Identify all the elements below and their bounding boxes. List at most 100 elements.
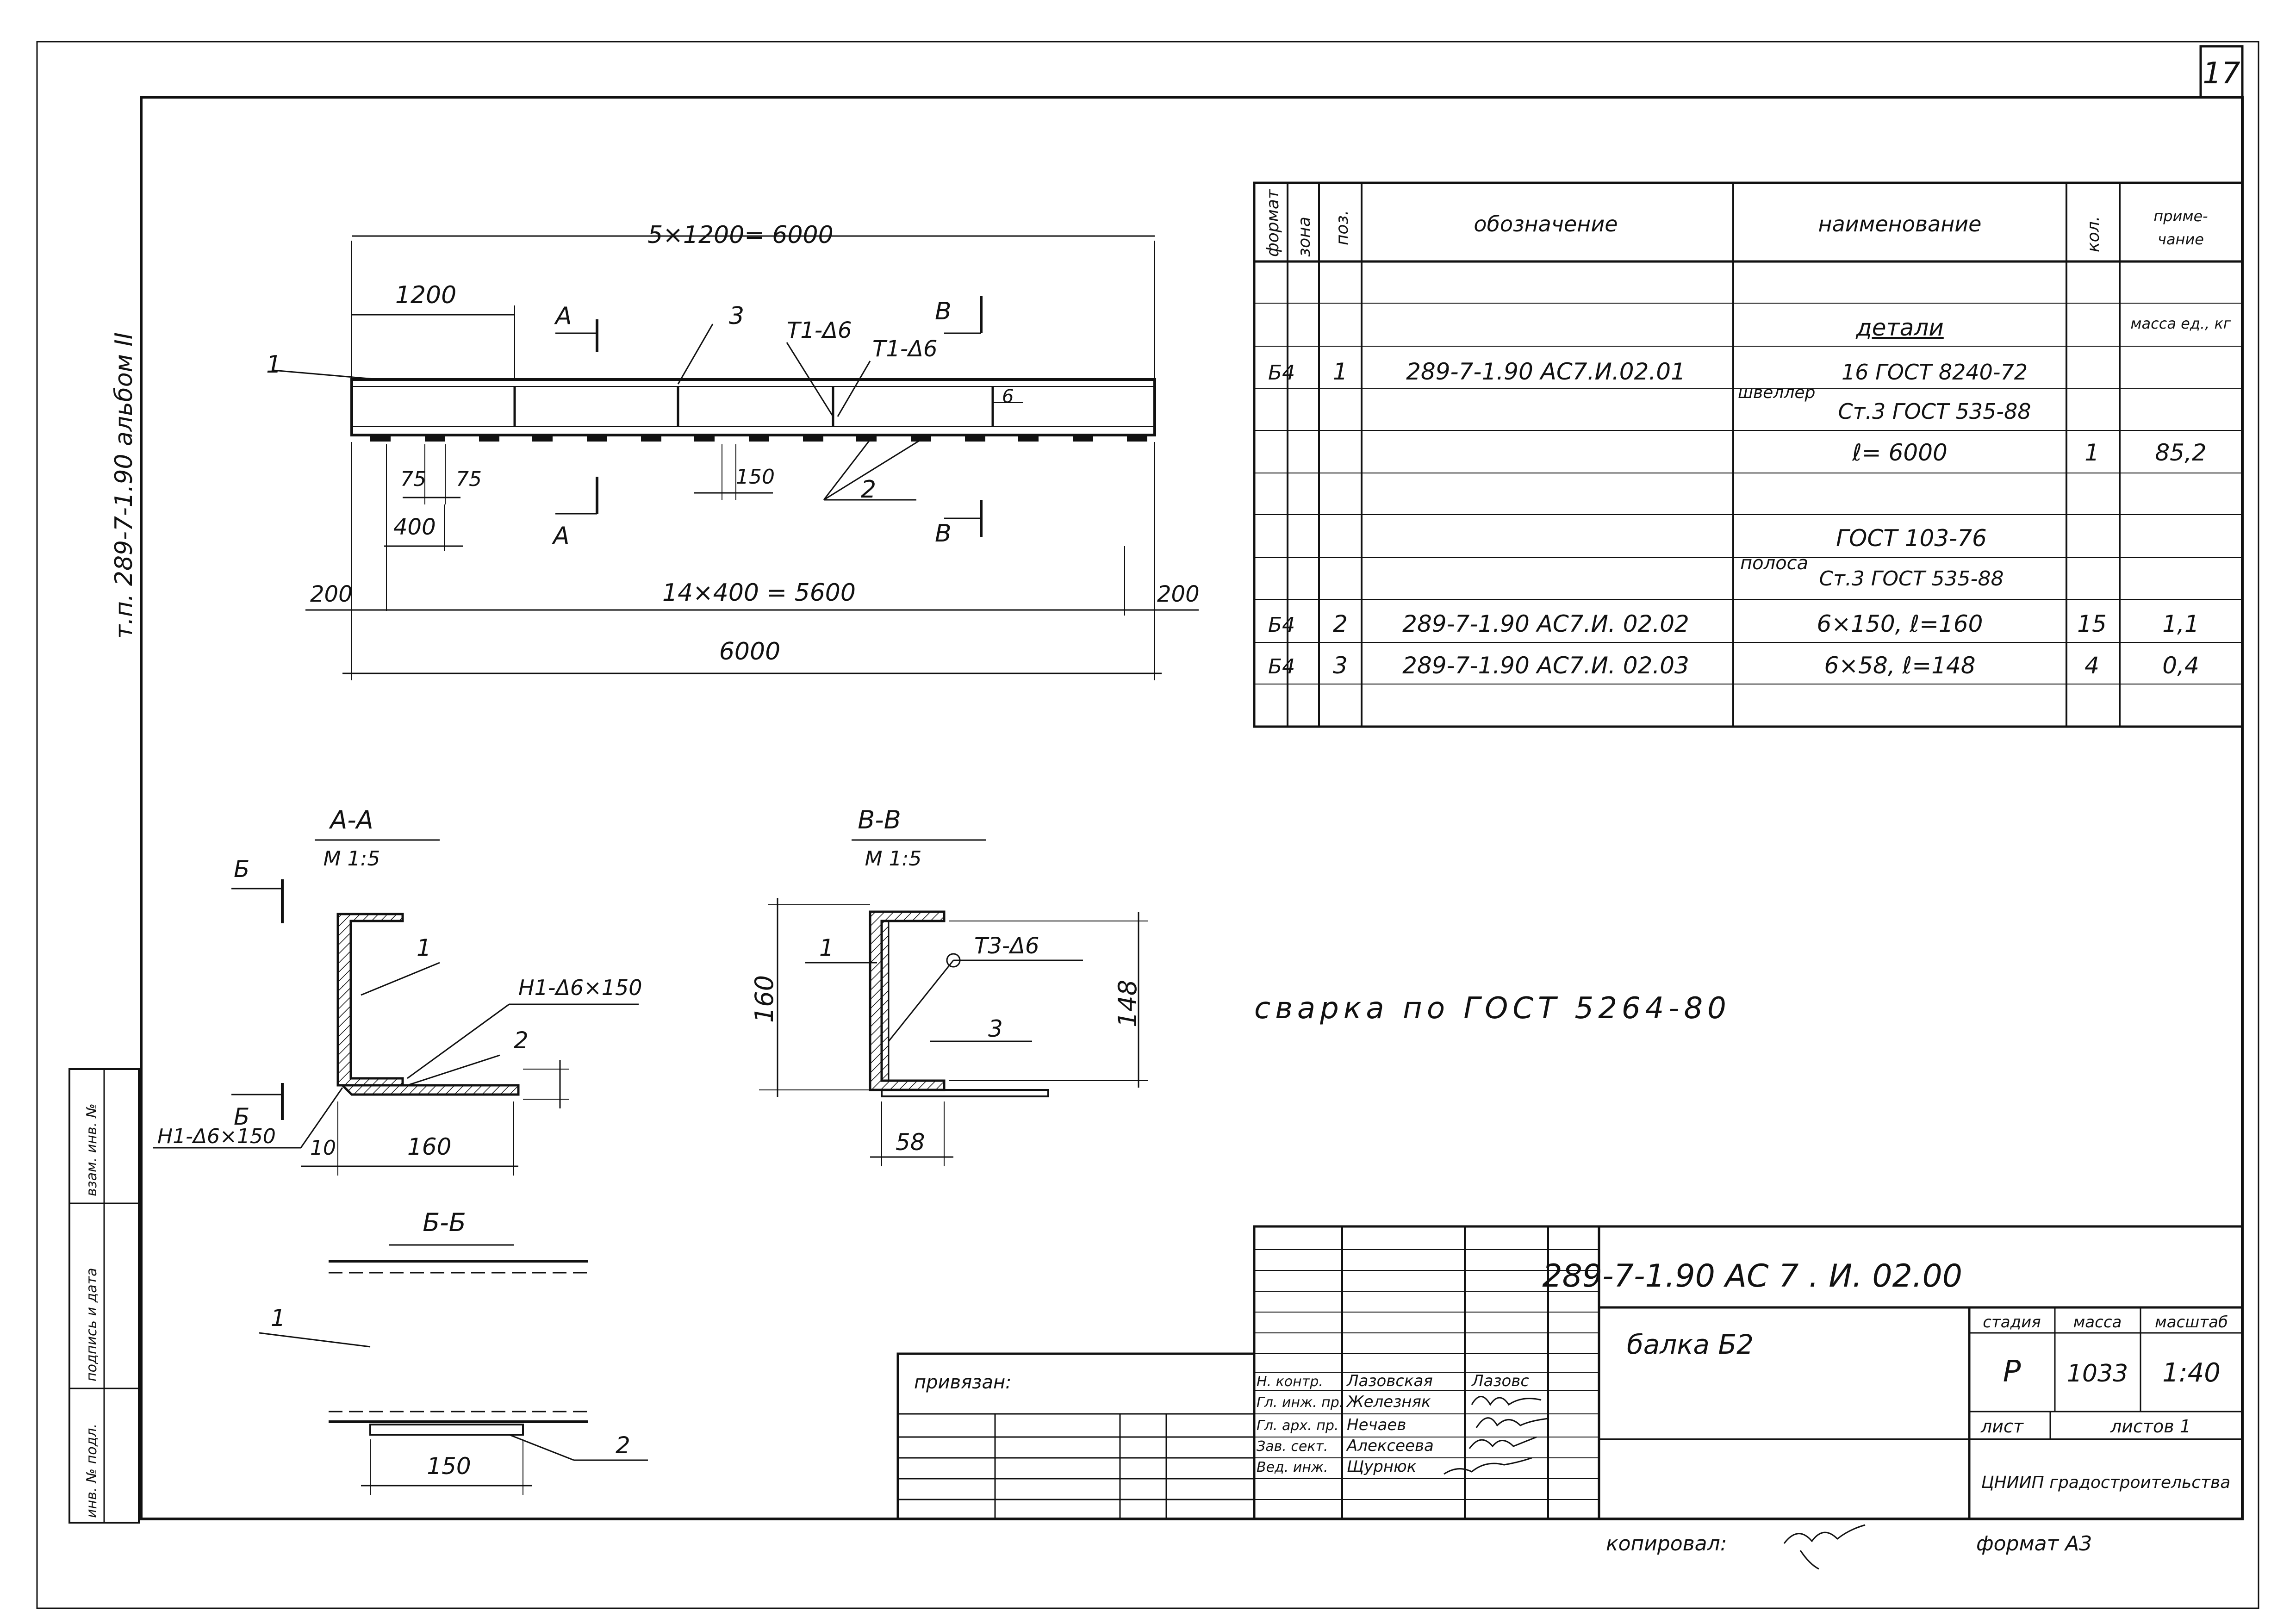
plan-weld-1: Т1-Δ6 bbox=[787, 317, 852, 343]
row2-name-line2: Ст.3 ГОСТ 535-88 bbox=[1819, 567, 2004, 591]
row2-name-line1: ГОСТ 103-76 bbox=[1836, 525, 1987, 552]
plan-weld-2: Т1-Δ6 bbox=[872, 336, 938, 362]
dim-end-right: 200 bbox=[1157, 581, 1200, 607]
row3-pos: 3 bbox=[1333, 652, 1348, 679]
specification-table: формат зона поз. обозначение наименовани… bbox=[1253, 181, 2244, 728]
dim-overall-top: 5×1200= 6000 bbox=[647, 221, 833, 249]
scale-value: 1:40 bbox=[2162, 1358, 2221, 1388]
mass-note: масса ед., кг bbox=[2130, 315, 2231, 332]
header-format: формат bbox=[1263, 189, 1282, 257]
sheet-number-box bbox=[2199, 45, 2244, 99]
header-designation: обозначение bbox=[1474, 212, 1618, 236]
stage-label: стадия bbox=[1983, 1313, 2041, 1332]
format-label: формат А3 bbox=[1976, 1532, 2092, 1556]
name-5: Щурнюк bbox=[1347, 1457, 1417, 1476]
signature-4 bbox=[1468, 1436, 1537, 1449]
cut-v-top: В bbox=[935, 298, 952, 325]
beam-plan-view: 5×1200= 6000 1200 1 3 Т1-Δ6 Т bbox=[266, 221, 1200, 680]
row2-designation: 289-7-1.90 АС7.И. 02.02 bbox=[1402, 610, 1689, 637]
section-aa-callout-2: 2 bbox=[514, 1027, 529, 1054]
sheet-label: лист bbox=[1980, 1416, 2024, 1437]
dim-module: 1200 bbox=[395, 281, 456, 309]
section-aa-title: А-А bbox=[329, 805, 373, 834]
signature-5 bbox=[1444, 1457, 1532, 1475]
header-note: приме-чание bbox=[2153, 207, 2208, 248]
dim-overall-bottom: 6000 bbox=[719, 638, 780, 666]
role-4: Зав. сект. bbox=[1257, 1438, 1328, 1455]
plan-callout-1: 1 bbox=[266, 351, 281, 379]
row1-pos: 1 bbox=[1333, 358, 1348, 385]
replaced-inv-label: взам. инв. № bbox=[84, 1103, 100, 1196]
dim-strip-a: 75 bbox=[400, 467, 426, 491]
dim-inner-spacing: 14×400 = 5600 bbox=[662, 579, 856, 607]
section-bb-callout-1: 1 bbox=[271, 1305, 286, 1332]
sheet-number: 17 bbox=[2203, 56, 2240, 91]
channel-section bbox=[336, 913, 404, 1087]
role-2: Гл. инж. пр. bbox=[1257, 1394, 1344, 1411]
row2-mass: 1,1 bbox=[2162, 610, 2199, 637]
side-strip: т.п. 289-7-1.90 альбом II инв. № подл. п… bbox=[68, 332, 140, 1524]
row2-name-prefix: полоса bbox=[1740, 553, 1808, 574]
row1-name-line1: 16 ГОСТ 8240-72 bbox=[1842, 360, 2028, 385]
row3-format: Б4 bbox=[1268, 655, 1295, 678]
section-aa-weld: Н1-Δ6×150 bbox=[518, 975, 642, 1000]
section-vv-callout-3: 3 bbox=[988, 1015, 1003, 1042]
section-aa-weld-left: Н1-Δ6×150 bbox=[157, 1125, 276, 1148]
signature-date-label: подпись и дата bbox=[84, 1268, 100, 1381]
row1-format: Б4 bbox=[1268, 361, 1295, 385]
cut-a-top: А bbox=[554, 302, 572, 330]
strip-plate-bb bbox=[369, 1424, 524, 1436]
dim-strip-width: 150 bbox=[736, 465, 775, 489]
dim-strip-b: 75 bbox=[456, 467, 482, 491]
cut-a-bottom: А bbox=[552, 522, 570, 550]
inner-frame bbox=[140, 96, 2244, 1520]
mass-label: масса bbox=[2073, 1313, 2122, 1332]
mass-value: 1033 bbox=[2067, 1360, 2128, 1388]
role-5: Вед. инж. bbox=[1257, 1459, 1328, 1475]
stage-value: Р bbox=[2003, 1355, 2021, 1389]
stiffener-plate bbox=[881, 920, 890, 1082]
plan-flange-thickness: 6 bbox=[1002, 386, 1014, 407]
row1-mass: 85,2 bbox=[2155, 439, 2206, 466]
row1-qty: 1 bbox=[2084, 439, 2099, 466]
copier-signature bbox=[1783, 1524, 1866, 1570]
row2-size: 6×150, ℓ=160 bbox=[1817, 610, 1983, 637]
role-3: Гл. арх. пр. bbox=[1257, 1418, 1338, 1434]
section-vv-dim-58: 58 bbox=[896, 1129, 925, 1156]
header-zone: зона bbox=[1295, 217, 1314, 257]
scale-label: масштаб bbox=[2155, 1313, 2228, 1332]
section-vv-dim-148: 148 bbox=[1113, 980, 1142, 1027]
cut-b-top: Б bbox=[234, 856, 249, 883]
plan-callout-3: 3 bbox=[729, 302, 744, 330]
outer-frame bbox=[36, 41, 2259, 1609]
strip-pads bbox=[370, 435, 1147, 442]
sign-1: Лазовс bbox=[1471, 1372, 1529, 1390]
row2-qty: 15 bbox=[2077, 610, 2107, 637]
row1-designation: 289-7-1.90 АС7.И.02.01 bbox=[1406, 358, 1686, 385]
section-aa-dim-10: 10 bbox=[310, 1136, 336, 1160]
section-bb-dim-150: 150 bbox=[427, 1453, 471, 1480]
section-aa-callout-1: 1 bbox=[417, 934, 431, 961]
welding-note: сварка по ГОСТ 5264-80 bbox=[1254, 991, 1731, 1026]
bound-label: привязан: bbox=[914, 1372, 1012, 1393]
row2-format: Б4 bbox=[1268, 613, 1295, 637]
role-1: Н. контр. bbox=[1257, 1374, 1323, 1390]
inv-original-label: инв. № подл. bbox=[84, 1424, 100, 1518]
strip-plate bbox=[339, 1084, 520, 1096]
row3-qty: 4 bbox=[2084, 652, 2099, 679]
header-pos: поз. bbox=[1333, 210, 1352, 245]
row3-size: 6×58, ℓ=148 bbox=[1824, 652, 1975, 679]
cut-v-bottom: В bbox=[935, 520, 952, 548]
title-block: 289-7-1.90 АС 7 . И. 02.00 балка Б2 стад… bbox=[896, 1225, 2244, 1570]
row1-length: ℓ= 6000 bbox=[1852, 439, 1948, 466]
section-bb-callout-2: 2 bbox=[616, 1432, 630, 1459]
strip-plate-vv bbox=[881, 1089, 1049, 1097]
row1-name-line2: Ст.3 ГОСТ 535-88 bbox=[1838, 399, 2031, 424]
section-vv-scale: М 1:5 bbox=[865, 847, 922, 871]
name-1: Лазовская bbox=[1346, 1372, 1433, 1390]
sheets-label: листов 1 bbox=[2110, 1416, 2191, 1437]
row2-pos: 2 bbox=[1333, 610, 1348, 637]
section-aa-dim-160: 160 bbox=[407, 1133, 451, 1160]
plan-callout-2: 2 bbox=[861, 476, 876, 504]
